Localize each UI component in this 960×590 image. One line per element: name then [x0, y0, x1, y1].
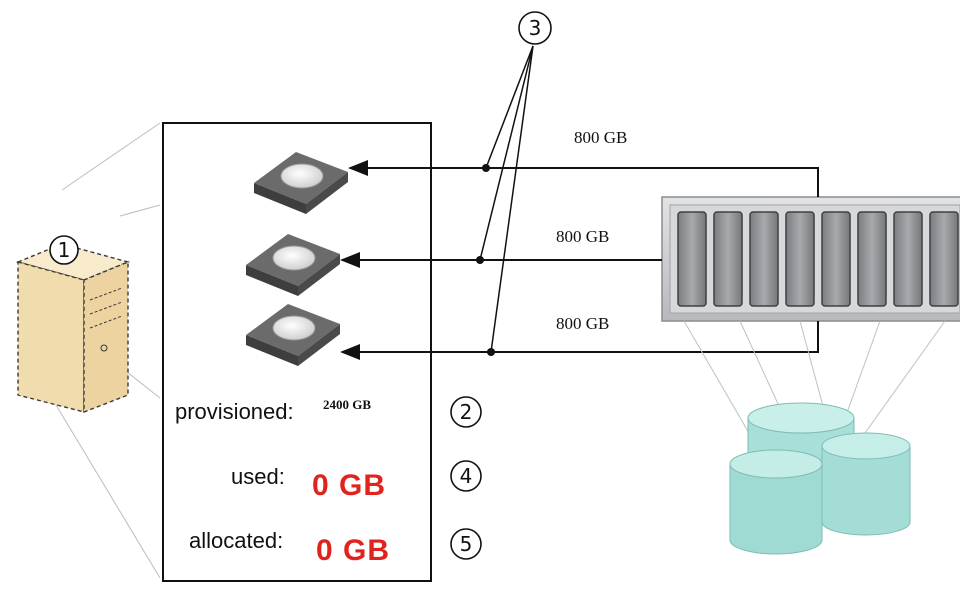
- virtual-disk-2: [246, 234, 340, 296]
- server-icon: [15, 243, 131, 414]
- drive-slot: [821, 211, 851, 307]
- drive-slot: [677, 211, 707, 307]
- svg-text:3: 3: [529, 16, 542, 40]
- drive-slot: [857, 211, 887, 307]
- storage-array: [661, 196, 960, 322]
- storage-pool-icon: [729, 402, 911, 555]
- virtual-disk-3: [246, 304, 340, 366]
- drive-slot: [929, 211, 959, 307]
- allocated-value: 0 GB: [316, 534, 391, 567]
- drive-slot: [785, 211, 815, 307]
- svg-text:1: 1: [58, 238, 71, 262]
- virtual-disk-1: [254, 152, 348, 214]
- callout-1: 1: [49, 235, 79, 265]
- drive-slot: [893, 211, 923, 307]
- link-capacity-2: 800 GB: [556, 227, 610, 246]
- provisioned-label: provisioned:: [175, 399, 294, 424]
- callout-3-leaders: [479, 45, 534, 353]
- svg-text:4: 4: [460, 464, 473, 488]
- svg-text:5: 5: [460, 532, 473, 556]
- allocated-label: allocated:: [189, 528, 284, 553]
- link-capacity-3: 800 GB: [556, 314, 610, 333]
- used-label: used:: [231, 464, 285, 489]
- svg-text:2: 2: [460, 400, 473, 424]
- link-capacity-1: 800 GB: [574, 128, 628, 147]
- drive-slot: [713, 211, 743, 307]
- callout-3: 3: [518, 11, 552, 45]
- junction-dots: [476, 164, 495, 356]
- drive-slot: [749, 211, 779, 307]
- callout-2: 2: [450, 396, 482, 428]
- callout-5: 5: [450, 528, 482, 560]
- used-value: 0 GB: [312, 469, 387, 502]
- provisioned-value: 2400 GB: [323, 397, 372, 412]
- link-lines: [340, 160, 819, 360]
- callout-4: 4: [450, 460, 482, 492]
- link-line-3: [340, 321, 819, 360]
- link-line-1: [348, 160, 819, 197]
